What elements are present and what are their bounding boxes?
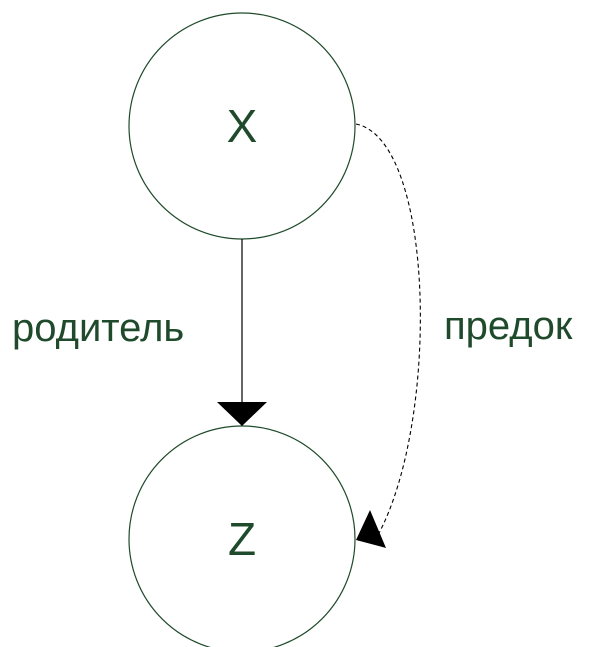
edge-ancestor: предок: [355, 123, 573, 548]
node-z: Z: [128, 425, 356, 647]
edge-ancestor-arrowhead: [356, 510, 386, 548]
edge-ancestor-curve: [355, 123, 421, 536]
edge-ancestor-label: предок: [444, 304, 573, 348]
edge-parent: родитель: [12, 239, 267, 426]
node-x: X: [128, 12, 356, 240]
node-z-label: Z: [228, 513, 256, 565]
edge-parent-arrowhead: [217, 402, 267, 426]
edge-parent-label: родитель: [12, 306, 184, 350]
node-x-label: X: [227, 100, 258, 152]
